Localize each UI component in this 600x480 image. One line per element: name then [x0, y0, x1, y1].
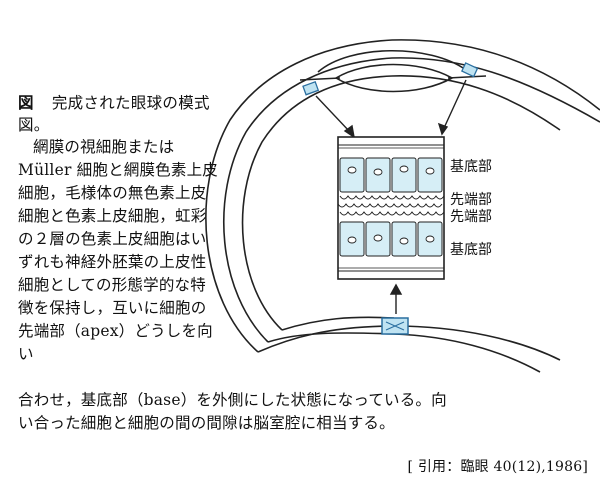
sclera-outer	[205, 39, 600, 353]
tissue-inset	[337, 136, 445, 280]
arrows	[315, 79, 467, 314]
apical-junction	[337, 195, 445, 216]
arrow-left-head	[343, 124, 355, 139]
retina-marker-detail	[385, 321, 405, 331]
label-apical-top: 先端部	[450, 192, 492, 208]
body-paragraph-bottom: 合わせ，基底部（base）を外側にした状態になっている。向い合った細胞と細胞の間…	[18, 391, 447, 432]
retina-outline	[241, 75, 561, 331]
eyeball-bottom	[257, 325, 561, 361]
top-cell-nuclei	[347, 165, 435, 176]
label-basal-top: 基底部	[450, 159, 492, 175]
figure-label: 図	[18, 93, 34, 112]
cornea	[317, 50, 467, 73]
citation: [ 引用：臨眼 40(12),1986]	[407, 459, 588, 475]
highlight-markers	[302, 62, 479, 335]
sclera-inner	[223, 57, 600, 343]
figure-title: 完成された眼球の模式図。	[18, 94, 210, 134]
bottom-cell-nuclei	[347, 234, 435, 245]
anterior-segment	[299, 50, 487, 93]
figure-caption: 図完成された眼球の模式図。	[18, 92, 218, 136]
arrow-bottom-head	[389, 283, 403, 295]
body-paragraph-top: 網膜の視細胞または Müller 細胞と網膜色素上皮細胞，毛様体の無色素上皮細胞…	[18, 138, 218, 363]
ciliary-marker-left	[302, 81, 320, 96]
label-basal-bottom: 基底部	[450, 242, 492, 258]
arrow-left-line	[315, 95, 351, 133]
ciliary-marker-right	[461, 62, 479, 78]
iris-right	[447, 75, 487, 79]
arrow-right-head	[437, 122, 449, 136]
label-apical-bottom: 先端部	[450, 209, 492, 225]
arrow-right-line	[443, 79, 467, 129]
eyeball-bottom-inner	[281, 316, 395, 331]
iris-left	[299, 77, 341, 81]
